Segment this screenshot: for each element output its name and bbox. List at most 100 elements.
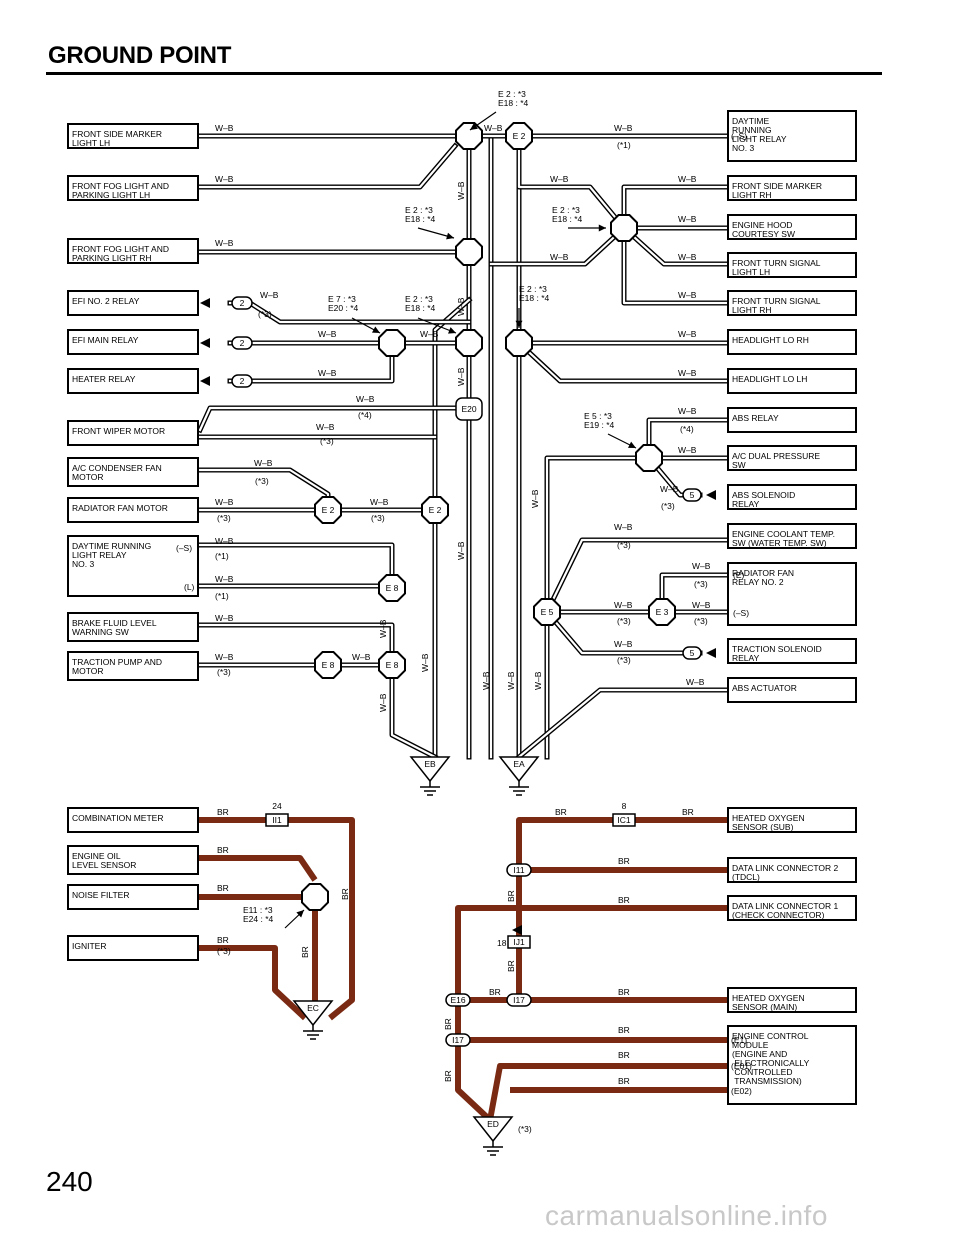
box-ac-condenser-fan — [67, 457, 199, 487]
wb-label-7: W–B — [356, 394, 375, 404]
junction-fog-rh — [455, 238, 483, 266]
box-abs-solenoid-relay — [727, 484, 857, 510]
box-dlc2-label: DATA LINK CONNECTOR 2(TDCL) — [732, 863, 839, 882]
pin-abs-sol — [682, 488, 702, 502]
pin-efimain — [231, 336, 253, 350]
wire-turn-lh — [620, 224, 731, 267]
connector-i11-label: I11 — [513, 865, 524, 875]
note3-0: (*3) — [258, 309, 272, 319]
connector-e8-left — [314, 651, 342, 679]
note3-11: (*3) — [617, 655, 631, 665]
connector-ii1-label: II1 — [272, 815, 282, 825]
connector-ij1 — [507, 935, 531, 949]
wb-vlabel-1: W–B — [456, 297, 466, 316]
watermark: carmanualsonline.info — [545, 1200, 828, 1231]
box-abs-actuator-label: ABS ACTUATOR — [732, 683, 797, 693]
wb-label-8: W–B — [316, 422, 335, 432]
wb-label-1: W–B — [215, 174, 234, 184]
note1-1: (*1) — [215, 551, 229, 561]
br-label-8: BR — [618, 987, 630, 997]
box-traction-pump-motor — [67, 651, 199, 681]
box-combination-meter — [67, 807, 199, 833]
box-abs-relay — [727, 407, 857, 433]
box-efi-main-relay — [67, 329, 199, 355]
box-dlc2 — [727, 857, 857, 883]
wb-label-22: W–B — [678, 252, 697, 262]
box-fog-light-rh — [67, 238, 199, 264]
box-oil-level-sensor — [67, 845, 199, 875]
connector-e5 — [533, 598, 561, 626]
wire-br-igniter — [198, 945, 308, 1021]
connector-e20 — [455, 397, 483, 421]
box-dlc1-label: DATA LINK CONNECTOR 1(CHECK CONNECTOR) — [732, 901, 839, 920]
note-ecm-e02: (E02) — [731, 1086, 752, 1096]
junction-efi-left — [378, 329, 406, 357]
connector-e20-label: E20 — [461, 404, 476, 414]
note-rad-relay-s: (–S) — [733, 608, 749, 618]
ground-eb-label: EB — [424, 759, 436, 769]
br-label-7: BR — [618, 895, 630, 905]
br-vlabel-4: BR — [443, 1018, 453, 1030]
note-drl-s: (–S) — [176, 543, 192, 553]
wb-label-23: W–B — [550, 252, 569, 262]
wb-label-31: W–B — [692, 561, 711, 571]
wb-vlabel-b3: W–B — [481, 671, 491, 690]
box-noise-filter — [67, 884, 199, 910]
wb-label-0: W–B — [215, 123, 234, 133]
pin-24: 24 — [272, 801, 282, 811]
wb-label-24: W–B — [678, 290, 697, 300]
connector-ic1 — [612, 813, 636, 827]
wb-label-16: W–B — [352, 652, 371, 662]
wb-label-25: W–B — [678, 329, 697, 339]
connector-e2-mid-label: E 2 — [429, 505, 442, 515]
box-abs-relay-label: ABS RELAY — [732, 413, 779, 423]
note-drl-l: (L) — [184, 582, 195, 592]
pin-traction-sol — [682, 646, 702, 660]
wb-label-14: W–B — [215, 613, 234, 623]
box-headlight-lo-lh-label: HEADLIGHT LO LH — [732, 374, 807, 384]
connector-e5-label: E 5 — [541, 607, 554, 617]
box-oxygen-sensor-main — [727, 987, 857, 1013]
junction-abs — [635, 444, 663, 472]
note3-13: (*3) — [518, 1124, 532, 1134]
box-traction-solenoid — [727, 638, 857, 664]
box-heater-relay — [67, 368, 199, 394]
wb-vlabel-3: W–B — [456, 541, 466, 560]
wb-label-9: W–B — [254, 458, 273, 468]
connector-e2-radfan — [314, 496, 342, 524]
note3-5: (*3) — [217, 667, 231, 677]
wire-br-ox-sub — [516, 817, 728, 870]
title-rule — [46, 72, 882, 75]
box-efi-main-relay-label: EFI MAIN RELAY — [72, 335, 139, 345]
connector-i17-left-label: I17 — [452, 1035, 464, 1045]
br-label-1: BR — [217, 845, 229, 855]
wb-vlabel-2: W–B — [456, 367, 466, 386]
box-abs-actuator — [727, 677, 857, 703]
wb-label-17: W–B — [484, 123, 503, 133]
connector-ii1 — [265, 813, 289, 827]
ground-ec — [292, 1000, 334, 1027]
page-number: 240 — [46, 1166, 93, 1197]
connector-e8-drl-label: E 8 — [386, 583, 399, 593]
box-headlight-lo-lh — [727, 368, 857, 394]
note3-1: (*3) — [320, 436, 334, 446]
wire-wiper-e20 — [196, 405, 472, 434]
ground-ea-label: EA — [513, 759, 525, 769]
